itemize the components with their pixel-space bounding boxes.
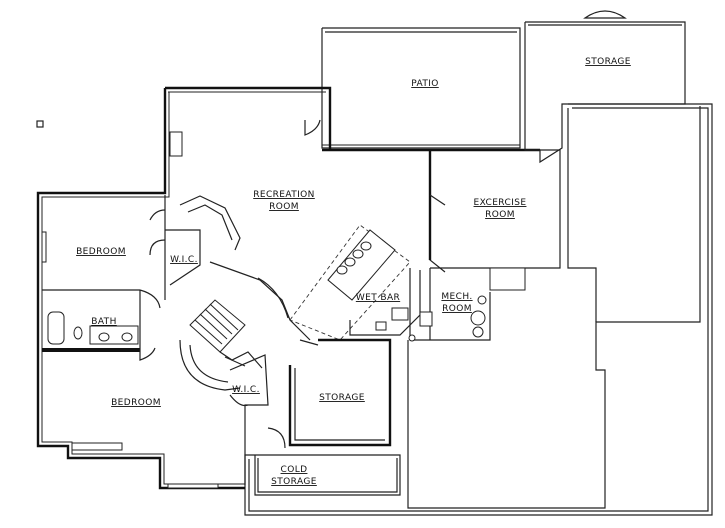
label-exercise-1: EXCERCISE — [474, 198, 527, 208]
label-wic-top: W.I.C. — [170, 255, 198, 265]
marker-square — [36, 120, 44, 128]
bedroom-bottom-walls — [139, 347, 269, 485]
label-exercise-2: ROOM — [485, 210, 515, 220]
bath-walls — [42, 289, 161, 352]
label-mech-2: ROOM — [442, 304, 472, 314]
bedroom-top-walls — [41, 195, 201, 300]
window-bottom-left — [71, 442, 123, 451]
label-cold-1: COLD — [281, 465, 308, 475]
window-bottom — [167, 483, 219, 489]
exercise-room-walls — [428, 149, 561, 291]
stairs — [179, 299, 263, 391]
label-wet-bar: WET BAR — [356, 293, 400, 303]
label-storage-top: STORAGE — [585, 57, 631, 67]
label-recreation-2: ROOM — [269, 202, 299, 212]
label-bath: BATH — [91, 317, 117, 327]
label-cold-2: STORAGE — [271, 477, 317, 487]
label-patio: PATIO — [411, 79, 439, 89]
label-mech-1: MECH. — [441, 292, 472, 302]
label-recreation-1: RECREATION — [253, 190, 315, 200]
fireplace — [169, 131, 183, 157]
label-wic-bottom: W.I.C. — [232, 385, 260, 395]
label-bedroom-bottom: BEDROOM — [111, 398, 161, 408]
storage-mid-walls — [288, 338, 392, 447]
room-labels: PATIO STORAGE RECREATION ROOM EXCERCISE … — [76, 57, 631, 487]
storage-top-area — [524, 10, 686, 164]
outer-walls — [36, 86, 332, 490]
mech-room-walls — [408, 268, 491, 342]
patio-area — [321, 27, 540, 152]
label-storage-mid: STORAGE — [319, 393, 365, 403]
bay-bump — [583, 10, 627, 19]
recreation-details — [169, 119, 421, 341]
unfinished-area — [244, 103, 713, 516]
label-bedroom-top: BEDROOM — [76, 247, 126, 257]
cold-storage-walls — [254, 427, 401, 496]
